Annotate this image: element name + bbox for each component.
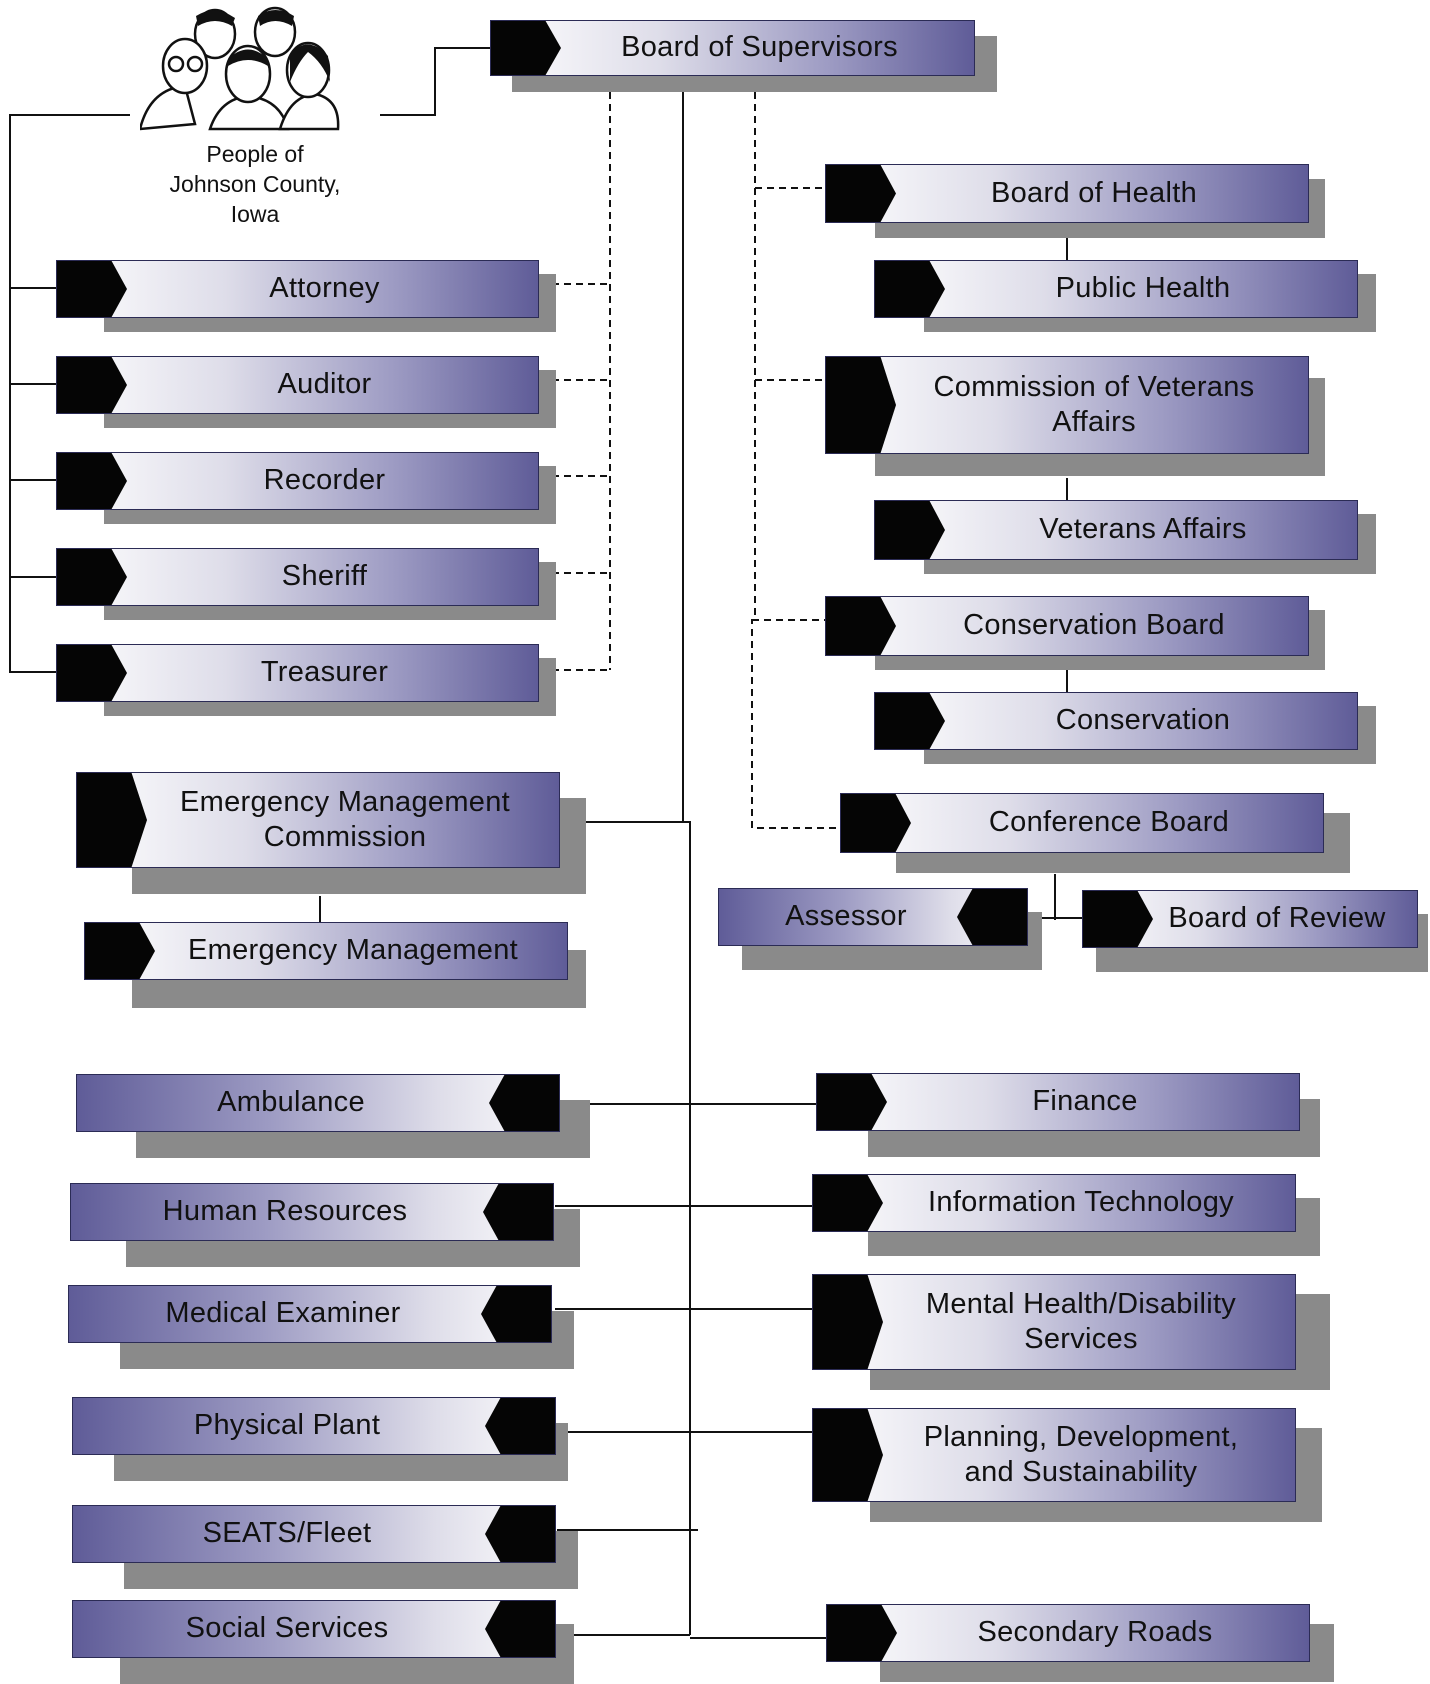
box-label: Physical Plant bbox=[193, 1409, 381, 1442]
auditor-box: Auditor bbox=[56, 356, 556, 428]
chevron-tab-icon bbox=[483, 1184, 553, 1240]
planning-box: Planning, Development, and Sustainabilit… bbox=[812, 1408, 1322, 1522]
emergency-commission-box: Emergency Management Commission bbox=[76, 772, 586, 894]
chevron-tab-icon bbox=[813, 1409, 883, 1501]
chevron-tab-icon bbox=[826, 165, 896, 222]
chevron-tab-icon bbox=[57, 453, 127, 509]
veterans-affairs-box: Veterans Affairs bbox=[874, 500, 1376, 574]
box-label: Emergency Management Commission bbox=[180, 785, 510, 853]
attorney-box: Attorney bbox=[56, 260, 556, 332]
treasurer-box: Treasurer bbox=[56, 644, 556, 716]
chevron-tab-icon bbox=[875, 501, 945, 559]
information-technology-box: Information Technology bbox=[812, 1174, 1320, 1256]
box-label: Ambulance bbox=[217, 1086, 365, 1119]
box-label: Human Resources bbox=[162, 1195, 408, 1228]
medical-examiner-box: Medical Examiner bbox=[68, 1285, 574, 1369]
box-label: Commission of Veterans Affairs bbox=[933, 370, 1255, 438]
mental-health-box: Mental Health/Disability Services bbox=[812, 1274, 1330, 1390]
box-label: Social Services bbox=[185, 1612, 389, 1645]
box-label: Board of Review bbox=[1168, 902, 1386, 935]
board-of-health-box: Board of Health bbox=[825, 164, 1325, 238]
chevron-tab-icon bbox=[957, 889, 1027, 945]
chevron-tab-icon bbox=[1083, 891, 1153, 947]
chevron-tab-icon bbox=[813, 1275, 883, 1369]
box-label: Mental Health/Disability Services bbox=[925, 1287, 1237, 1355]
box-label: Public Health bbox=[1055, 272, 1231, 305]
box-label: Treasurer bbox=[260, 656, 389, 689]
chevron-tab-icon bbox=[813, 1175, 883, 1231]
people-icon bbox=[140, 6, 340, 131]
social-services-box: Social Services bbox=[72, 1600, 574, 1684]
chevron-tab-icon bbox=[827, 1605, 897, 1661]
recorder-box: Recorder bbox=[56, 452, 556, 524]
sheriff-box: Sheriff bbox=[56, 548, 556, 620]
box-label: Finance bbox=[1032, 1085, 1138, 1118]
box-label: Board of Supervisors bbox=[621, 31, 898, 64]
chevron-tab-icon bbox=[57, 549, 127, 605]
chevron-tab-icon bbox=[841, 794, 911, 852]
physical-plant-box: Physical Plant bbox=[72, 1397, 568, 1481]
chevron-tab-icon bbox=[485, 1506, 555, 1562]
box-label: Veterans Affairs bbox=[1039, 513, 1247, 546]
finance-box: Finance bbox=[816, 1073, 1320, 1157]
emergency-management-box: Emergency Management bbox=[84, 922, 586, 1008]
chevron-tab-icon bbox=[85, 923, 155, 979]
conservation-board-box: Conservation Board bbox=[825, 596, 1325, 670]
chevron-tab-icon bbox=[481, 1286, 551, 1342]
chevron-tab-icon bbox=[817, 1074, 887, 1130]
chevron-tab-icon bbox=[875, 261, 945, 317]
commission-veterans-box: Commission of Veterans Affairs bbox=[825, 356, 1325, 476]
box-label: Assessor bbox=[785, 900, 907, 933]
box-label: Auditor bbox=[277, 368, 372, 401]
assessor-box: Assessor bbox=[718, 888, 1042, 970]
seats-fleet-box: SEATS/Fleet bbox=[72, 1505, 578, 1589]
chevron-tab-icon bbox=[57, 261, 127, 317]
box-label: Emergency Management bbox=[188, 934, 518, 967]
chevron-tab-icon bbox=[826, 357, 896, 453]
box-label: Conference Board bbox=[988, 806, 1230, 839]
chevron-tab-icon bbox=[875, 693, 945, 749]
box-label: Planning, Development, and Sustainabilit… bbox=[923, 1420, 1239, 1488]
public-health-box: Public Health bbox=[874, 260, 1376, 332]
conservation-box: Conservation bbox=[874, 692, 1376, 764]
chevron-tab-icon bbox=[489, 1075, 559, 1131]
box-label: SEATS/Fleet bbox=[202, 1517, 372, 1550]
board-of-review-box: Board of Review bbox=[1082, 890, 1428, 972]
chevron-tab-icon bbox=[485, 1398, 555, 1454]
human-resources-box: Human Resources bbox=[70, 1183, 580, 1267]
box-label: Conservation Board bbox=[963, 609, 1225, 642]
chevron-tab-icon bbox=[826, 597, 896, 655]
box-label: Attorney bbox=[269, 272, 380, 305]
box-label: Sheriff bbox=[281, 560, 368, 593]
box-label: Secondary Roads bbox=[977, 1616, 1213, 1649]
secondary-roads-box: Secondary Roads bbox=[826, 1604, 1334, 1682]
board-of-supervisors-box: Board of Supervisors bbox=[490, 20, 997, 92]
chevron-tab-icon bbox=[77, 773, 147, 867]
chevron-tab-icon bbox=[57, 645, 127, 701]
chevron-tab-icon bbox=[485, 1601, 555, 1657]
chevron-tab-icon bbox=[491, 21, 561, 75]
box-label: Medical Examiner bbox=[165, 1297, 401, 1330]
box-label: Information Technology bbox=[928, 1186, 1234, 1219]
ambulance-box: Ambulance bbox=[76, 1074, 590, 1158]
chevron-tab-icon bbox=[57, 357, 127, 413]
box-label: Board of Health bbox=[990, 176, 1197, 209]
box-label: Recorder bbox=[263, 464, 386, 497]
people-caption: People of Johnson County, Iowa bbox=[169, 141, 341, 227]
box-label: Conservation bbox=[1055, 704, 1231, 737]
conference-board-box: Conference Board bbox=[840, 793, 1350, 873]
